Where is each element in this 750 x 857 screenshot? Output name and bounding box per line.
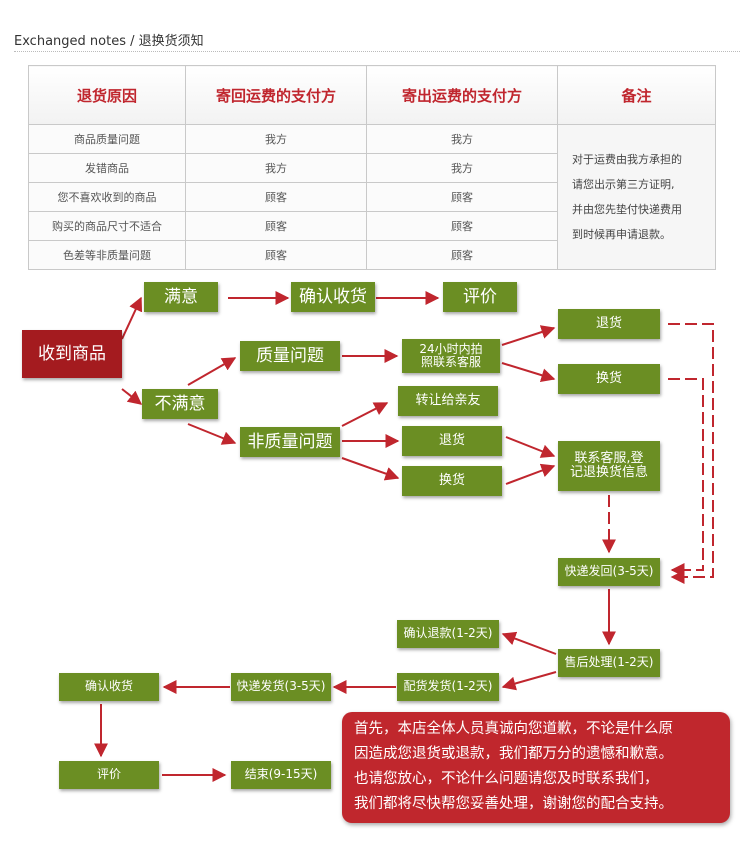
- notice-line: 也请您放心，不论什么问题请您及时联系我们，: [354, 771, 659, 787]
- remarks-line: 到时候再申请退款。: [572, 228, 671, 241]
- arrow-return-to-shipback: [668, 323, 714, 584]
- table-cell: 顾客: [185, 211, 367, 241]
- table-cell: 我方: [366, 124, 558, 154]
- node-express-delivery: 快递发货(3-5天): [231, 673, 331, 701]
- node-after-sales: 售后处理(1-2天): [558, 649, 660, 677]
- node-register-exchange-info: 联系客服,登 记退换货信息: [558, 441, 660, 491]
- node-register-line: 联系客服,登: [574, 450, 644, 466]
- table-cell: 顾客: [366, 211, 558, 241]
- table-cell: 您不喜欢收到的商品: [28, 182, 186, 212]
- node-confirm-receipt-bottom: 确认收货: [59, 673, 159, 701]
- arrow-return-to-register: [505, 436, 556, 458]
- table-cell: 购买的商品尺寸不适合: [28, 211, 186, 241]
- node-photo-contact-service: 24小时内拍 照联系客服: [402, 339, 500, 373]
- table-cell: 色差等非质量问题: [28, 240, 186, 270]
- arrow-aftersales-to-dispatch: [501, 671, 557, 691]
- table-row: 发错商品 我方 我方: [28, 153, 716, 183]
- node-transfer-to-friend: 转让给亲友: [398, 386, 498, 416]
- arrow-unsatisfied-to-nonquality: [187, 423, 237, 445]
- node-non-quality-issue: 非质量问题: [240, 427, 340, 457]
- return-policy-table: 退货原因 寄回运费的支付方 寄出运费的支付方 备注 商品质量问题 我方 我方 对…: [28, 65, 716, 270]
- table-cell: 发错商品: [28, 153, 186, 183]
- table-cell: 顾客: [366, 240, 558, 270]
- notice-line: 我们都将尽快帮您妥善处理，谢谢您的配合支持。: [354, 796, 673, 812]
- arrow-exchange-to-shipback: [668, 378, 704, 577]
- table-row: 商品质量问题 我方 我方 对于运费由我方承担的 请您出示第三方证明, 并由您先垫…: [28, 124, 716, 270]
- table-cell: 顾客: [185, 182, 367, 212]
- node-satisfied: 满意: [144, 282, 218, 312]
- remarks-line: 并由您先垫付快递费用: [572, 203, 682, 216]
- table-cell: 顾客: [366, 182, 558, 212]
- node-quality-issue: 质量问题: [240, 341, 340, 371]
- arrow-receive-to-unsatisfied: [121, 388, 143, 405]
- remarks-line: 请您出示第三方证明,: [572, 178, 675, 191]
- node-photo-contact-line: 24小时内拍: [419, 341, 483, 356]
- arrow-unsatisfied-to-quality: [187, 357, 237, 386]
- arrow-nonquality-to-transfer: [341, 402, 389, 427]
- column-header-outbound-shipping-payer: 寄出运费的支付方: [366, 65, 558, 125]
- node-ship-back: 快递发回(3-5天): [558, 558, 660, 586]
- table-cell: 顾客: [185, 240, 367, 270]
- node-review-top: 评价: [443, 282, 517, 312]
- table-row: 购买的商品尺寸不适合 顾客 顾客: [28, 211, 716, 241]
- column-header-remarks: 备注: [557, 65, 716, 125]
- remarks-cell: 对于运费由我方承担的 请您出示第三方证明, 并由您先垫付快递费用 到时候再申请退…: [557, 124, 716, 270]
- arrow-receive-to-satisfied: [121, 296, 143, 340]
- arrow-contact-to-exchange: [501, 362, 556, 382]
- node-return-mid: 退货: [402, 426, 502, 456]
- node-receive-goods: 收到商品: [22, 330, 122, 378]
- table-cell: 我方: [366, 153, 558, 183]
- column-header-return-shipping-payer: 寄回运费的支付方: [185, 65, 367, 125]
- node-confirm-receipt-top: 确认收货: [291, 282, 375, 312]
- node-confirm-refund: 确认退款(1-2天): [397, 620, 499, 648]
- table-row: 您不喜欢收到的商品 顾客 顾客: [28, 182, 716, 212]
- node-end: 结束(9-15天): [231, 761, 331, 789]
- remarks-line: 对于运费由我方承担的: [572, 153, 682, 166]
- node-exchange-mid: 换货: [402, 466, 502, 496]
- node-register-line: 记退换货信息: [569, 465, 648, 480]
- notice-line: 因造成您退货或退款，我们都万分的遗憾和歉意。: [354, 746, 673, 762]
- apology-notice: 首先，本店全体人员真诚向您道歉，不论是什么原 因造成您退货或退款，我们都万分的遗…: [342, 712, 730, 823]
- table-row: 色差等非质量问题 顾客 顾客: [28, 240, 716, 270]
- column-header-return-reason: 退货原因: [28, 65, 186, 125]
- notice-line: 首先，本店全体人员真诚向您道歉，不论是什么原: [354, 721, 673, 737]
- arrow-aftersales-to-refund: [501, 631, 557, 655]
- arrow-exchange-to-register: [505, 463, 556, 485]
- node-photo-contact-line: 照联系客服: [420, 355, 481, 369]
- node-dispatch: 配货发货(1-2天): [397, 673, 499, 701]
- node-return-top: 退货: [558, 309, 660, 339]
- node-unsatisfied: 不满意: [142, 389, 218, 419]
- arrow-contact-to-return: [501, 325, 556, 346]
- node-exchange-top: 换货: [558, 364, 660, 394]
- page-header: Exchanged notes / 退换货须知: [14, 34, 204, 49]
- node-review-bottom: 评价: [59, 761, 159, 789]
- table-cell: 商品质量问题: [28, 124, 186, 154]
- table-cell: 我方: [185, 124, 367, 154]
- header-divider: [14, 51, 740, 52]
- arrow-nonquality-to-exchange: [341, 457, 400, 481]
